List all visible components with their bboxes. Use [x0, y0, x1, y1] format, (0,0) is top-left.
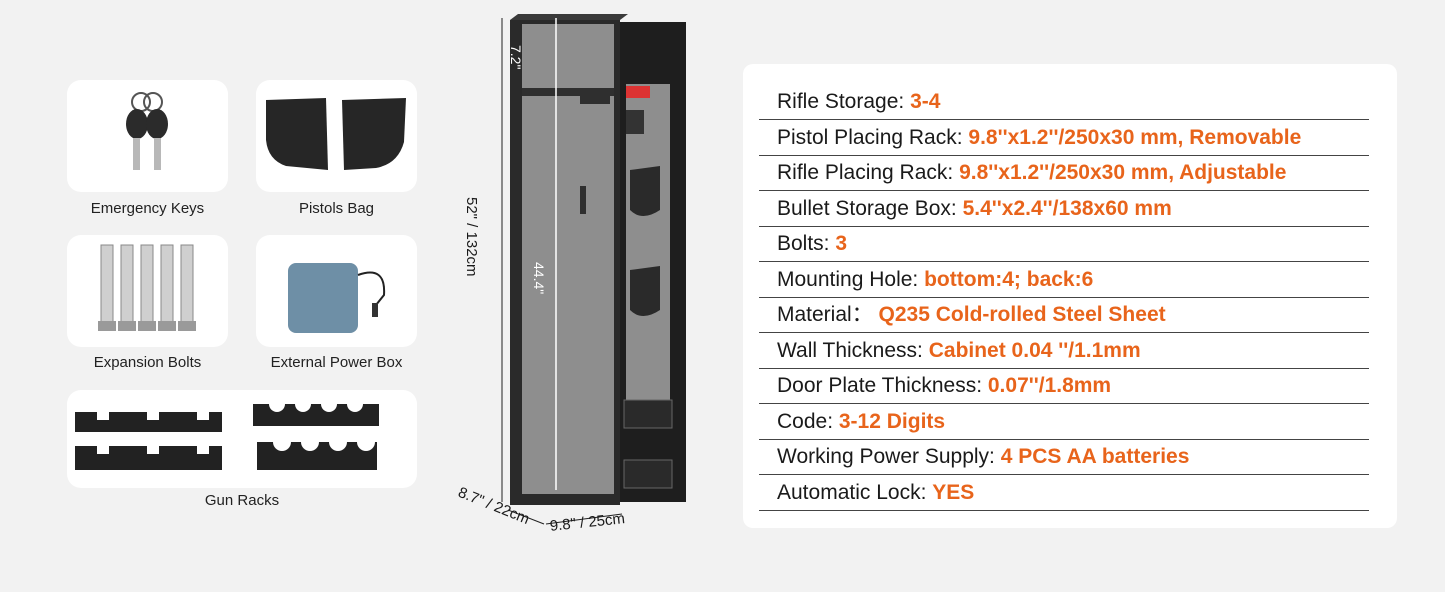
spec-row: Code: 3-12 Digits: [759, 404, 1369, 440]
accessory-caption-keys: Emergency Keys: [90, 200, 205, 217]
accessory-card-keys: [67, 80, 228, 192]
spec-row: Mounting Hole: bottom:4; back:6: [759, 262, 1369, 298]
spec-value: Cabinet 0.04 ''/1.1mm: [928, 339, 1141, 362]
accessory-card-gun-racks: [67, 390, 417, 488]
spec-row: Door Plate Thickness: 0.07''/1.8mm: [759, 368, 1369, 404]
spec-row: Working Power Supply: 4 PCS AA batteries: [759, 439, 1369, 475]
spec-value: Q235 Cold-rolled Steel Sheet: [878, 303, 1166, 326]
gun-safe-image: [501, 14, 686, 525]
accessory-card-pistol-bags: [256, 80, 417, 192]
spec-value: 3-12 Digits: [838, 410, 946, 433]
spec-row: Bolts: 3: [759, 226, 1369, 262]
pistol-bags-image: [266, 98, 406, 170]
spec-row: Rifle Placing Rack: 9.8''x1.2''/250x30 m…: [759, 155, 1369, 191]
spec-value: 5.4''x2.4''/138x60 mm: [962, 197, 1172, 220]
power-box-image: [288, 263, 386, 333]
spec-value: 4 PCS AA batteries: [1000, 445, 1190, 468]
spec-label: Door Plate Thickness:: [777, 374, 988, 397]
spec-row: Automatic Lock: YES: [759, 475, 1369, 511]
spec-label: Bullet Storage Box:: [777, 197, 963, 220]
spec-label: Automatic Lock:: [777, 481, 933, 504]
spec-row: Wall Thickness: Cabinet 0.04 ''/1.1mm: [759, 333, 1369, 369]
spec-value: 3-4: [910, 90, 941, 113]
dimension-inner-height: 44.4": [531, 262, 547, 295]
specifications-panel: Rifle Storage: 3-4 Pistol Placing Rack: …: [743, 64, 1397, 528]
spec-label: Working Power Supply:: [777, 445, 1001, 468]
spec-value: 0.07''/1.8mm: [987, 374, 1112, 397]
accessory-caption-gun-racks: Gun Racks: [204, 492, 280, 509]
accessory-caption-power-box: External Power Box: [270, 354, 403, 371]
gun-racks-image: [75, 396, 379, 470]
dimension-height: 52" / 132cm: [463, 197, 480, 277]
spec-row: Rifle Storage: 3-4: [759, 84, 1369, 120]
spec-value: bottom:4; back:6: [924, 268, 1094, 291]
spec-label: Mounting Hole:: [777, 268, 925, 291]
keys-image: [126, 92, 168, 170]
accessory-card-bolts: [67, 235, 228, 347]
spec-value: 9.8''x1.2''/250x30 mm, Removable: [968, 126, 1302, 149]
spec-label: Bolts:: [777, 232, 836, 255]
spec-value: 9.8''x1.2''/250x30 mm, Adjustable: [959, 161, 1287, 184]
spec-label: Material：: [777, 303, 879, 326]
accessory-caption-pistol-bags: Pistols Bag: [298, 200, 375, 217]
spec-label: Pistol Placing Rack:: [777, 126, 969, 149]
spec-label: Code:: [777, 410, 839, 433]
dimension-top-inner: 7.2": [508, 45, 524, 70]
accessory-card-power-box: [256, 235, 417, 347]
spec-row: Bullet Storage Box: 5.4''x2.4''/138x60 m…: [759, 191, 1369, 227]
spec-row: Material： Q235 Cold-rolled Steel Sheet: [759, 297, 1369, 333]
spec-label: Rifle Storage:: [777, 90, 911, 113]
spec-label: Rifle Placing Rack:: [777, 161, 960, 184]
expansion-bolts-image: [98, 244, 196, 331]
spec-value: 3: [835, 232, 848, 255]
spec-value: YES: [932, 481, 975, 504]
accessory-caption-bolts: Expansion Bolts: [93, 354, 202, 371]
spec-row: Pistol Placing Rack: 9.8''x1.2''/250x30 …: [759, 120, 1369, 156]
spec-label: Wall Thickness:: [777, 339, 929, 362]
